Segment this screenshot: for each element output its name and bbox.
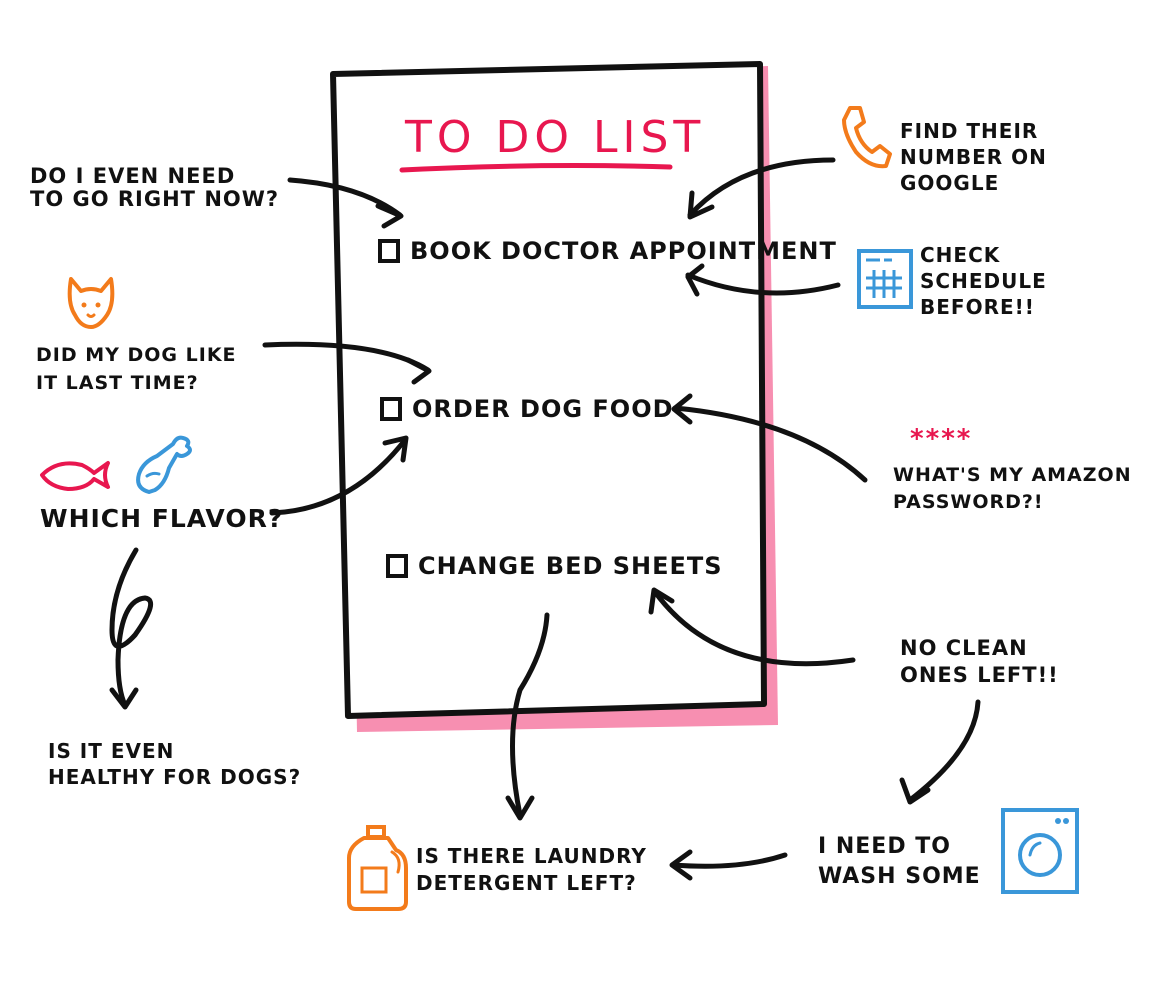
paper-sheet <box>330 61 767 719</box>
todo-item-label: ORDER DOG FOOD <box>412 395 674 423</box>
note-line: BEFORE!! <box>920 295 1035 319</box>
note-line: WHICH FLAVOR? <box>40 504 284 533</box>
arrow-need-to-go <box>287 177 404 229</box>
note-line: IT LAST TIME? <box>36 371 199 394</box>
note-line: TO GO RIGHT NOW? <box>30 187 280 212</box>
password-stars: **** <box>910 424 973 454</box>
title-underline <box>399 163 673 173</box>
phone-icon <box>842 106 892 169</box>
cat-face-icon <box>67 277 115 329</box>
arrow-find-number <box>687 157 836 220</box>
arrow-check-schedule <box>685 263 841 297</box>
checkbox[interactable] <box>380 397 402 421</box>
page-title: TO DO LIST <box>405 112 706 163</box>
fish-icon <box>40 461 110 491</box>
note-line: NO CLEAN <box>900 636 1028 660</box>
todo-item-label: BOOK DOCTOR APPOINTMENT <box>410 237 837 265</box>
arrow-to-wash <box>899 699 981 805</box>
todo-item-order-dog-food[interactable]: ORDER DOG FOOD <box>380 395 674 423</box>
note-line: FIND THEIR <box>900 119 1039 143</box>
note-line: IS THERE LAUNDRY <box>416 844 647 868</box>
todo-item-change-bed-sheets[interactable]: CHANGE BED SHEETS <box>386 552 723 580</box>
arrow-flavor <box>269 435 409 516</box>
note-line: WASH SOME <box>818 863 981 889</box>
note-line: HEALTHY FOR DOGS? <box>48 765 302 789</box>
detergent-bottle-icon <box>347 825 408 911</box>
note-line: I NEED TO <box>818 834 951 859</box>
note-line: PASSWORD?! <box>893 490 1044 513</box>
note-detergent: IS THERE LAUNDRY DETERGENT LEFT? <box>416 843 647 897</box>
note-line: DID MY DOG LIKE <box>36 344 237 366</box>
note-password: WHAT'S MY AMAZON PASSWORD?! <box>893 462 1132 515</box>
checkbox[interactable] <box>386 554 408 578</box>
calendar-icon <box>857 249 913 309</box>
note-no-clean: NO CLEAN ONES LEFT!! <box>900 635 1059 690</box>
note-find-number: FIND THEIR NUMBER ON GOOGLE <box>900 118 1047 196</box>
checkbox[interactable] <box>378 239 400 263</box>
todo-item-book-doctor[interactable]: BOOK DOCTOR APPOINTMENT <box>378 237 837 265</box>
todo-item-label: CHANGE BED SHEETS <box>418 552 723 580</box>
note-wash: I NEED TO WASH SOME <box>818 832 981 891</box>
note-line: DETERGENT LEFT? <box>416 871 637 895</box>
chicken-drumstick-icon <box>136 435 192 494</box>
arrow-password <box>671 393 868 483</box>
washing-machine-icon <box>1001 808 1079 894</box>
note-line: CHECK <box>920 243 1001 267</box>
note-line: GOOGLE <box>900 171 1000 195</box>
note-need-to-go: DO I EVEN NEED TO GO RIGHT NOW? <box>30 164 280 212</box>
note-line: WHAT'S MY AMAZON <box>893 464 1132 486</box>
note-line: ONES LEFT!! <box>900 663 1059 688</box>
arrow-dog-like <box>262 341 432 385</box>
note-healthy: IS IT EVEN HEALTHY FOR DOGS? <box>48 738 301 790</box>
note-flavor: WHICH FLAVOR? <box>40 505 283 533</box>
arrow-to-detergent <box>505 612 550 821</box>
note-dog-like: DID MY DOG LIKE IT LAST TIME? <box>36 342 237 397</box>
arrow-flavor-to-healthy <box>109 547 154 710</box>
note-check-schedule: CHECK SCHEDULE BEFORE!! <box>920 242 1047 320</box>
note-line: NUMBER ON <box>900 145 1047 169</box>
note-line: DO I EVEN NEED <box>30 164 236 188</box>
note-line: SCHEDULE <box>920 269 1047 293</box>
arrow-wash-to-detergent <box>669 849 788 881</box>
note-line: IS IT EVEN <box>48 739 175 763</box>
arrow-no-clean <box>648 587 856 667</box>
